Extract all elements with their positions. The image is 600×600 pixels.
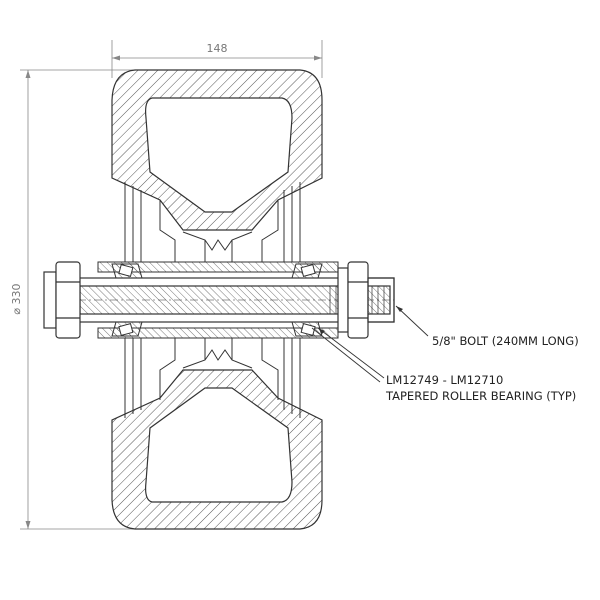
bearing-right-lower (291, 321, 323, 337)
diameter-dimension (20, 69, 150, 530)
bolt-leader (395, 305, 429, 337)
lower-tyre-section (111, 369, 323, 530)
rim-lower (124, 338, 301, 418)
bolt-head (43, 261, 81, 339)
width-dimension-label: 148 (207, 42, 228, 55)
rim-upper (124, 182, 301, 262)
bearing-callout-line2: TAPERED ROLLER BEARING (TYP) (385, 389, 576, 403)
upper-tyre-section (111, 69, 323, 231)
bearing-callout-line1: LM12749 - LM12710 (386, 373, 503, 387)
bearing-leader (311, 327, 385, 383)
bearing-left-lower (111, 321, 143, 337)
bearing-right-upper (291, 263, 323, 279)
width-dimension (111, 40, 323, 78)
bearing-left-upper (111, 263, 143, 279)
diameter-dimension-label: ⌀ 330 (10, 283, 23, 314)
bolt-callout-label: 5/8" BOLT (240MM LONG) (432, 334, 579, 348)
nut-washer (337, 261, 395, 339)
